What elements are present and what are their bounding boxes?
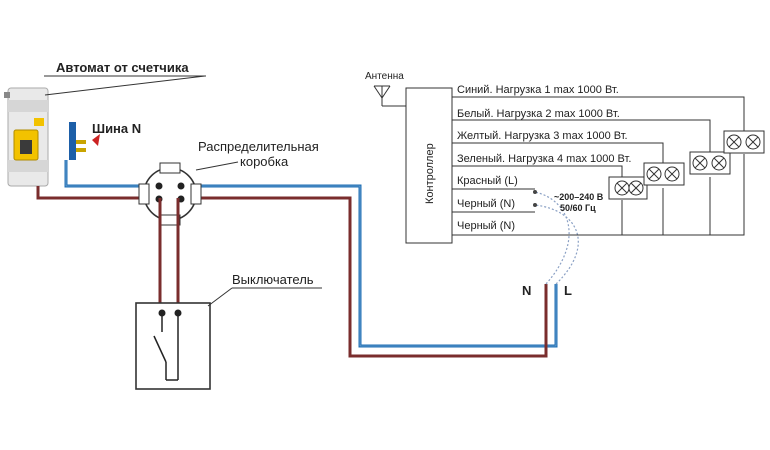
bus-n-bar [69, 122, 100, 160]
lamp-icon [726, 134, 761, 150]
phase-wire-main [36, 186, 548, 358]
wall-switch [135, 302, 211, 390]
junction-box [138, 162, 202, 226]
lamp-icon [646, 166, 680, 182]
lamp-icon [614, 180, 644, 196]
lamp-group-3 [689, 151, 731, 175]
wire-label-red: Красный (L) [457, 175, 518, 187]
wire-label-white: Белый. Нагрузка 2 max 1000 Вт. [457, 108, 620, 120]
switch-label: Выключатель [232, 272, 314, 287]
controller-box [405, 87, 453, 244]
lamp-group-4 [723, 130, 765, 154]
antenna-label: Антенна [365, 71, 404, 82]
junction-box-label-line1: Распределительная [198, 139, 319, 154]
controller-output-lines [452, 96, 745, 236]
wire-label-yellow: Желтый. Нагрузка 3 max 1000 Вт. [457, 130, 628, 142]
circuit-breaker [4, 87, 49, 187]
junction-box-pointer [195, 161, 239, 171]
lamp-group-1 [608, 176, 648, 200]
wire-label-green: Зеленый. Нагрузка 4 max 1000 Вт. [457, 153, 631, 165]
breaker-pointer [44, 75, 206, 96]
wire-label-blue: Синий. Нагрузка 1 max 1000 Вт. [457, 84, 619, 96]
antenna-icon [373, 85, 408, 107]
controller-label: Контроллер [424, 143, 436, 204]
line-terminal-label: L [564, 283, 572, 298]
neutral-terminal-label: N [522, 283, 531, 298]
lamp-icon [692, 155, 727, 171]
wire-label-black-1: Черный (N) [457, 198, 515, 210]
breaker-label: Автомат от счетчика [56, 60, 189, 75]
lamp-group-2 [643, 162, 685, 186]
bus-n-label: Шина N [92, 121, 141, 136]
supply-voltage-label: ~200–240 В [554, 192, 604, 202]
switch-pointer [207, 287, 233, 307]
junction-box-label-line2: коробка [240, 154, 289, 169]
supply-frequency-label: 50/60 Гц [560, 203, 596, 213]
wire-label-black-2: Черный (N) [457, 220, 515, 232]
supply-dotted-curve [534, 191, 570, 285]
